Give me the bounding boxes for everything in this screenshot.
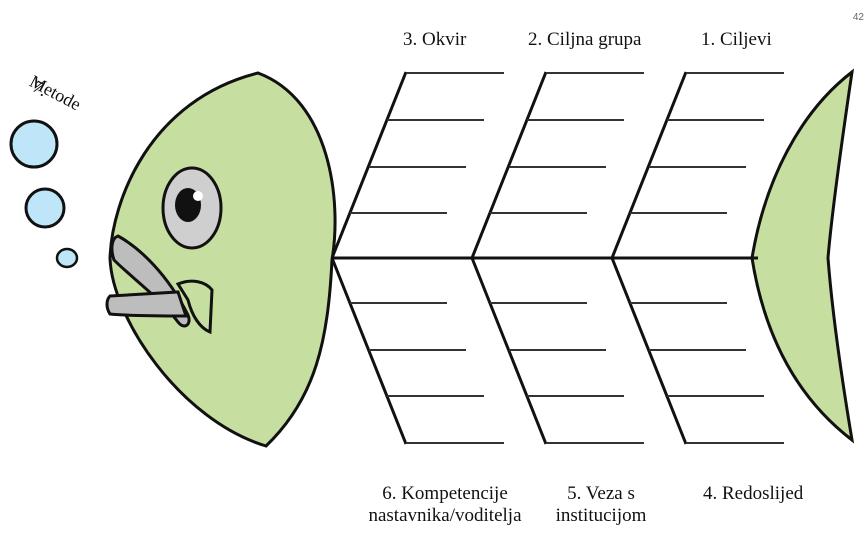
- methods-label: Metode: [26, 71, 84, 114]
- bubble-large: [9, 119, 59, 169]
- category-label-ciljna-grupa: 2. Ciljna grupa: [528, 29, 642, 50]
- fish-eye-highlight: [193, 191, 203, 201]
- category-label-redoslijed: 4. Redoslijed: [703, 483, 804, 504]
- category-label-kompetencije-line-2: nastavnika/voditelja: [368, 505, 522, 526]
- category-label-ciljevi: 1. Ciljevi: [701, 29, 772, 50]
- fish-lower-lip: [105, 290, 189, 318]
- ribs-top-ciljevi: [630, 72, 784, 214]
- category-label-veza: 5. Veza s institucijom: [549, 483, 653, 527]
- bone-top-okvir: [330, 71, 408, 259]
- ribs-bottom-redoslijed: [630, 302, 784, 444]
- ribs-top-okvir: [350, 72, 504, 214]
- ribs-bottom-kompetencije: [350, 302, 504, 444]
- fish-head: [108, 71, 337, 448]
- page-number: 42: [852, 12, 864, 23]
- category-label-kompetencije-line-1: 6. Kompetencije: [382, 483, 508, 504]
- fish-tail: [750, 68, 855, 444]
- ribs-bottom-veza: [490, 302, 644, 444]
- bone-top-ciljna-grupa: [470, 71, 548, 259]
- bubble-small: [55, 247, 79, 269]
- category-label-veza-line-1: 5. Veza s: [567, 483, 635, 504]
- ribs-top-ciljna-grupa: [490, 72, 644, 214]
- fish-jaw-line: [175, 279, 214, 335]
- category-label-veza-line-2: institucijom: [555, 505, 647, 526]
- category-label-okvir: 3. Okvir: [403, 29, 467, 50]
- bubble-medium: [24, 187, 66, 229]
- bone-top-ciljevi: [610, 71, 688, 259]
- category-label-kompetencije: 6. Kompetencije nastavnika/voditelja: [356, 483, 534, 527]
